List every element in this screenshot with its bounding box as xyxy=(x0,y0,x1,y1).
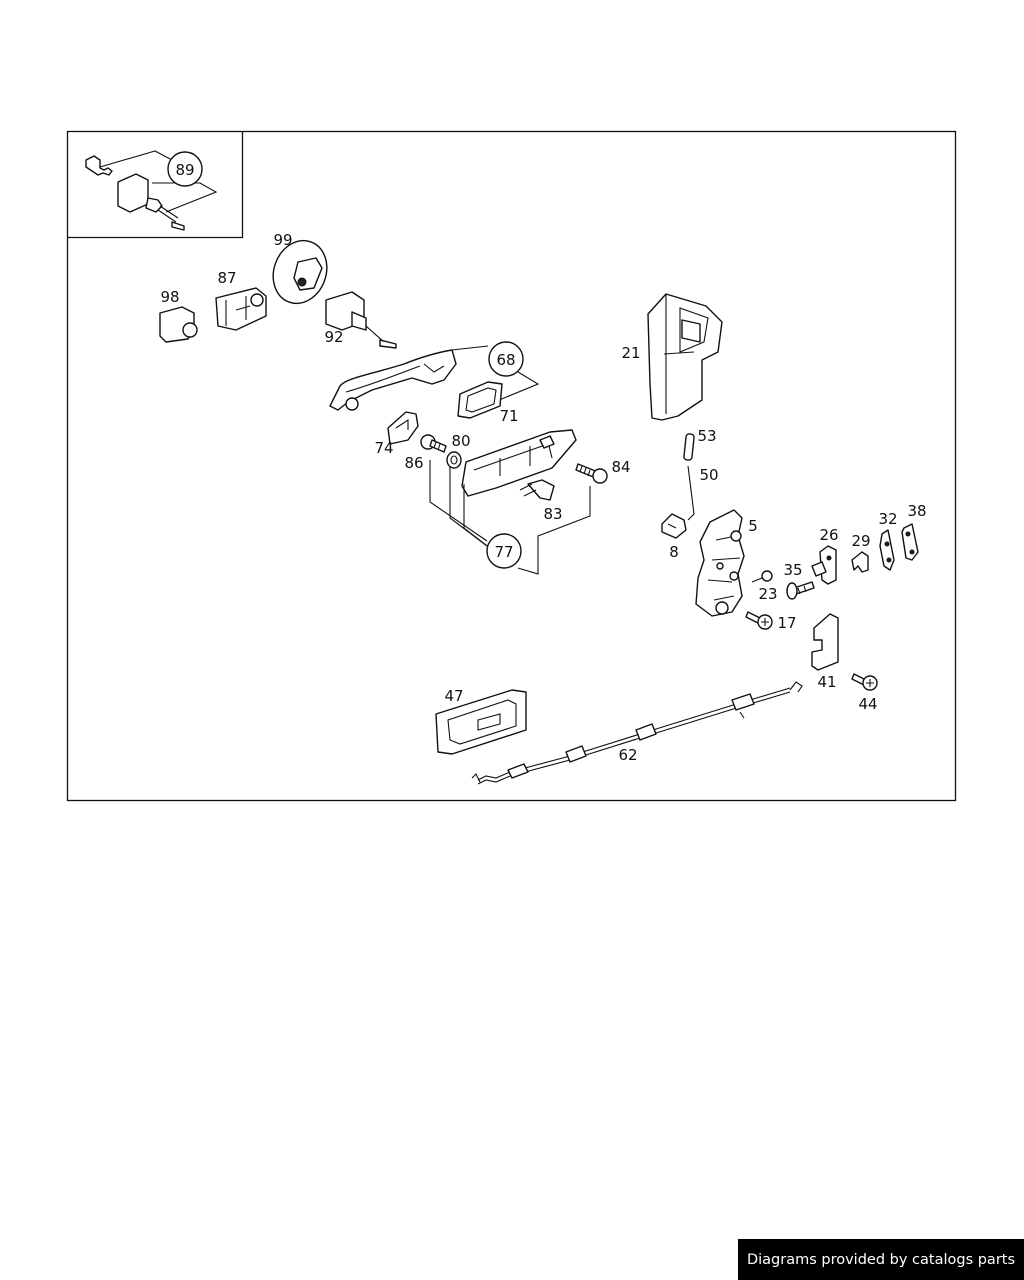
label-32: 32 xyxy=(878,510,897,528)
part-62-cable xyxy=(471,681,803,785)
label-83: 83 xyxy=(543,505,562,523)
label-8: 8 xyxy=(669,543,679,561)
part-handle-carrier xyxy=(461,429,577,501)
label-80: 80 xyxy=(451,432,470,450)
part-74 xyxy=(387,411,419,445)
part-87 xyxy=(215,287,267,331)
part-35-bolt xyxy=(786,581,815,600)
part-86-bolt xyxy=(420,434,447,453)
part-29 xyxy=(851,551,869,573)
inset-frame xyxy=(67,131,244,239)
label-5: 5 xyxy=(748,517,758,535)
part-32 xyxy=(879,529,895,571)
label-62: 62 xyxy=(618,746,637,764)
label-98: 98 xyxy=(160,288,179,306)
leader-77 xyxy=(429,460,591,575)
label-84: 84 xyxy=(611,458,630,476)
part-door-lock xyxy=(695,509,745,617)
diagram-frame xyxy=(66,130,957,802)
label-35: 35 xyxy=(783,561,802,579)
part-23-screw xyxy=(751,570,773,583)
label-44: 44 xyxy=(858,695,877,713)
part-inner-handle xyxy=(435,689,527,755)
label-74: 74 xyxy=(374,439,393,457)
label-50: 50 xyxy=(699,466,718,484)
part-80-washer xyxy=(446,451,462,469)
label-29: 29 xyxy=(851,532,870,550)
label-17: 17 xyxy=(777,614,796,632)
callout-circle-89 xyxy=(167,151,203,187)
footer-credit: Diagrams provided by catalogs parts xyxy=(738,1239,1024,1280)
callout-circle-68 xyxy=(488,341,524,377)
callout-circle-77 xyxy=(486,533,522,569)
part-38 xyxy=(901,523,919,561)
label-26: 26 xyxy=(819,526,838,544)
part-8-clip xyxy=(661,513,687,539)
label-23: 23 xyxy=(758,585,777,603)
label-38: 38 xyxy=(907,502,926,520)
label-71: 71 xyxy=(499,407,518,425)
label-89: 89 xyxy=(175,161,194,179)
part-84-bolt xyxy=(575,463,608,484)
label-87: 87 xyxy=(217,269,236,287)
key-part xyxy=(85,155,113,176)
part-99 xyxy=(272,239,328,305)
part-44-screw xyxy=(851,673,878,691)
label-41: 41 xyxy=(817,673,836,691)
part-50-rod xyxy=(687,465,695,521)
label-47: 47 xyxy=(444,687,463,705)
label-99: 99 xyxy=(273,231,292,249)
part-26 xyxy=(811,545,837,585)
part-21 xyxy=(647,293,723,421)
label-21: 21 xyxy=(621,344,640,362)
part-71 xyxy=(457,381,503,419)
part-17-screw xyxy=(745,611,773,630)
part-92 xyxy=(325,291,397,349)
part-outer-handle xyxy=(329,349,457,411)
label-53: 53 xyxy=(697,427,716,445)
label-77: 77 xyxy=(494,543,513,561)
label-68: 68 xyxy=(496,351,515,369)
part-98 xyxy=(159,306,198,343)
part-41-striker xyxy=(811,613,839,671)
part-53-pin xyxy=(683,433,695,461)
label-86: 86 xyxy=(404,454,423,472)
label-92: 92 xyxy=(324,328,343,346)
lock-cylinder-part xyxy=(117,173,185,231)
